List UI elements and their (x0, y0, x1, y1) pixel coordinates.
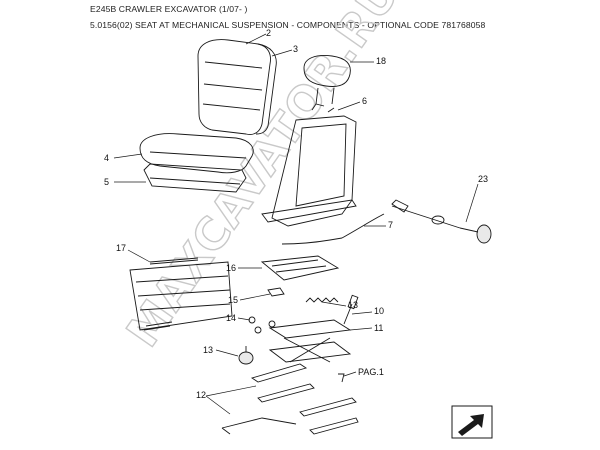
callout-16: 16 (226, 263, 236, 273)
watermark: MAXCAVATOR.RU (117, 0, 409, 356)
callout-12: 12 (196, 390, 206, 400)
next-page-arrow-icon[interactable] (451, 405, 493, 439)
callout-13-spring: 13 (348, 300, 358, 310)
fittings (248, 316, 276, 334)
callout-3: 3 (293, 44, 298, 54)
callout-18: 18 (376, 56, 386, 66)
callout-14: 14 (226, 313, 236, 323)
callout-pag1: PAG.1 (358, 367, 384, 377)
callout-10: 10 (374, 306, 384, 316)
page-title: E245B CRAWLER EXCAVATOR (1/07- ) (90, 4, 248, 14)
suspension-assembly (129, 257, 233, 331)
slide-plate (260, 255, 340, 281)
spring (305, 297, 339, 303)
release-cable (281, 213, 385, 245)
adjustment-knob (238, 346, 254, 365)
page-subtitle: 5.0156(02) SEAT AT MECHANICAL SUSPENSION… (90, 20, 486, 30)
headrest (303, 55, 351, 105)
seat-base (143, 163, 247, 193)
shock-absorber (343, 294, 359, 325)
leader-lines (113, 33, 479, 415)
bolt (338, 373, 345, 383)
callout-13-knob: 13 (203, 345, 213, 355)
seat-frame (261, 103, 357, 227)
callout-11: 11 (374, 323, 383, 333)
adjuster-rod (391, 199, 492, 244)
slide-rails (221, 363, 359, 435)
callout-6: 6 (362, 96, 367, 106)
callout-17: 17 (116, 243, 126, 253)
callout-7: 7 (388, 220, 393, 230)
callout-23: 23 (478, 174, 488, 184)
callout-2: 2 (266, 28, 271, 38)
scissor-mechanism (268, 319, 352, 363)
backrest (197, 39, 277, 135)
callout-5: 5 (104, 177, 109, 187)
callout-15: 15 (228, 295, 238, 305)
clip (267, 287, 285, 297)
callout-4: 4 (104, 153, 109, 163)
